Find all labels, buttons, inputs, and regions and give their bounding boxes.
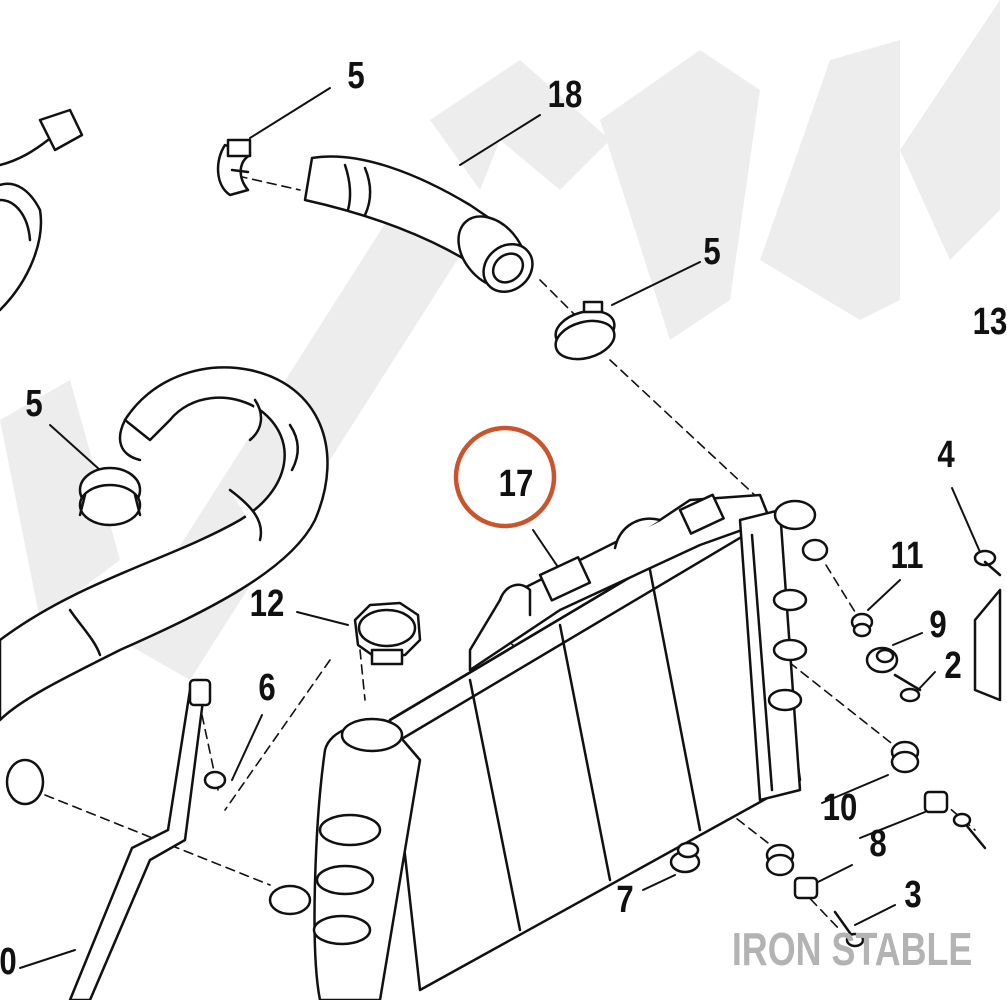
radiator-17	[268, 493, 829, 1000]
bolt-2	[893, 673, 922, 703]
callout-9: 9	[929, 604, 947, 646]
spring-10-lower	[765, 843, 795, 877]
callout-6: 6	[258, 667, 276, 709]
callout-0-partial: 0	[0, 941, 17, 983]
lower-hose	[0, 366, 329, 722]
spacer-8-lower	[793, 876, 819, 900]
radiator-cap-12	[353, 601, 422, 666]
grommet-11	[850, 612, 874, 638]
leader-lines	[19, 87, 981, 969]
callout-3: 3	[904, 874, 922, 916]
brand-watermark: IRON STABLE	[731, 923, 972, 975]
callout-4: 4	[937, 434, 955, 476]
spacer-8-upper	[923, 790, 949, 814]
callout-5-right: 5	[703, 231, 721, 273]
callout-5-left: 5	[25, 383, 43, 425]
callout-10: 10	[822, 787, 858, 829]
hose-18	[303, 155, 534, 293]
clamp-5-top	[216, 138, 252, 197]
callout-12: 12	[249, 583, 285, 625]
callout-13: 13	[972, 301, 1007, 343]
wiring-connector	[0, 108, 84, 312]
callout-17: 17	[498, 463, 534, 505]
highlight-circle-17	[453, 425, 557, 529]
clamp-left-edge	[5, 758, 45, 806]
callout-11: 11	[890, 535, 924, 577]
callout-18: 18	[547, 74, 583, 116]
callout-7: 7	[616, 879, 634, 921]
callout-8: 8	[869, 823, 887, 865]
grommet-7	[669, 841, 701, 874]
callout-2: 2	[944, 645, 962, 687]
bolt-3-lower	[833, 910, 865, 948]
bushing-9	[865, 646, 899, 674]
clamp-5-right	[554, 300, 616, 361]
pipe-6	[68, 678, 227, 1000]
clamp-5-left	[78, 466, 142, 527]
spring-10-upper	[890, 740, 920, 774]
callout-5-top: 5	[347, 55, 365, 97]
screw-4	[973, 549, 1002, 577]
bolt-3-upper	[952, 812, 987, 850]
bracket-right-edge	[973, 588, 1002, 702]
